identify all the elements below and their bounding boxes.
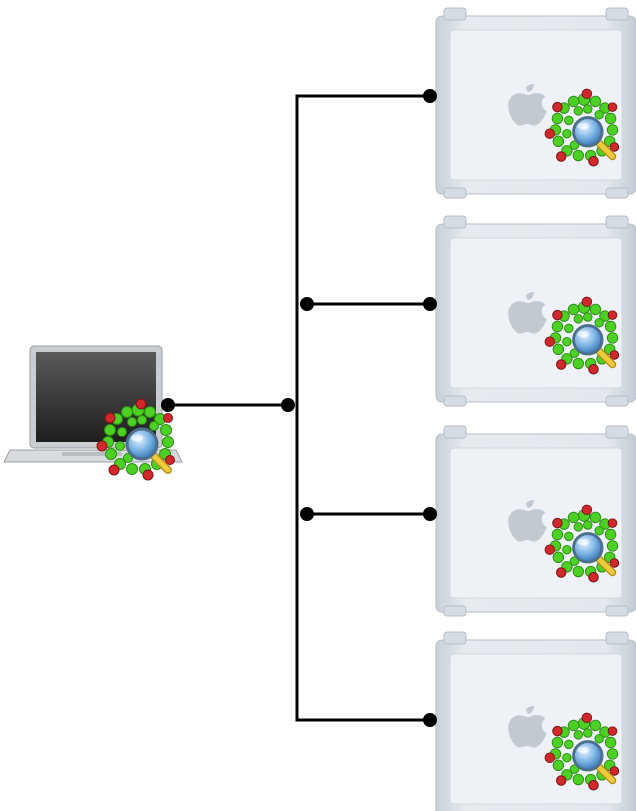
server-tower-2 [435, 215, 636, 407]
client-port-dot [161, 398, 175, 412]
server-port-dot-4 [423, 713, 437, 727]
server-tower-1 [435, 7, 636, 199]
junction-dots [161, 89, 437, 727]
server-port-dot-1 [423, 89, 437, 103]
branch-dot-2 [300, 297, 314, 311]
backbone-junction-dot [281, 398, 295, 412]
server-tower-4 [435, 631, 636, 811]
branch-dot-3 [300, 507, 314, 521]
network-wires [166, 94, 432, 722]
server-port-dot-3 [423, 507, 437, 521]
server-port-dot-2 [423, 297, 437, 311]
client-laptop [3, 345, 183, 480]
server-tower-3 [435, 425, 636, 617]
